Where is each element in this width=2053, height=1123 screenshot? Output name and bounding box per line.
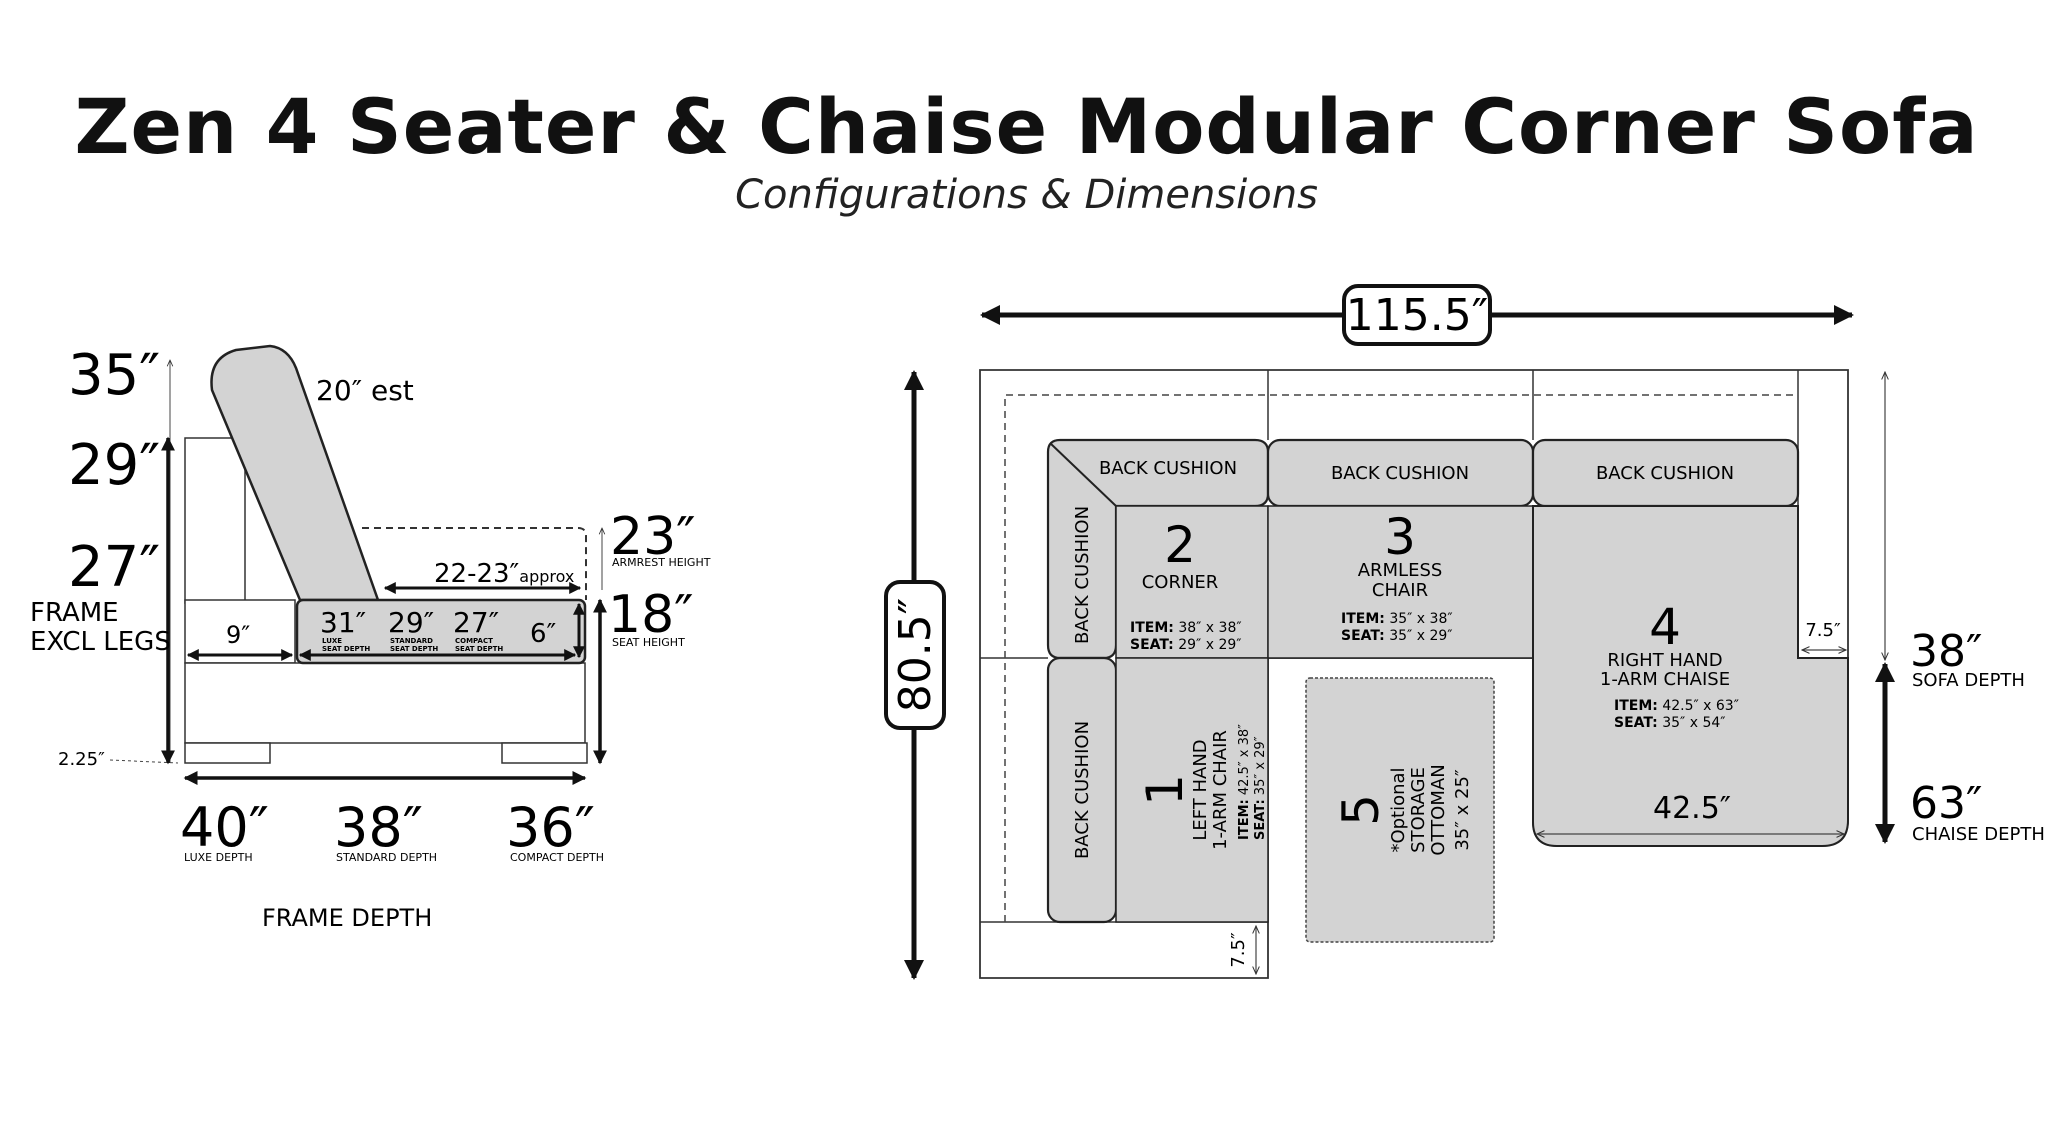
depth-38-value: 38″ [334,796,423,859]
module-5-labels: 5 *Optional STORAGE OTTOMAN 35″ x 25″ [1332,764,1473,855]
seat-27-value: 27″ [453,606,499,639]
seat-27-label1: COMPACT [455,637,493,645]
chaise-seat [1532,505,1849,847]
module-1-labels: 1 LEFT HAND 1-ARM CHAIR ITEM: 42.5″ x 38… [1136,724,1268,850]
depth-36-value: 36″ [506,796,595,859]
chair-back-cushion-label: BACK CUSHION [1072,721,1093,859]
back-estimate-label: 20″ est [316,374,414,407]
frame-depth-label: FRAME DEPTH [262,904,432,932]
depth-38-label: STANDARD DEPTH [336,851,437,864]
page-subtitle: Configurations & Dimensions [735,172,1318,218]
module-5-line3: OTTOMAN [1428,764,1449,855]
seat-31-value: 31″ [320,606,366,639]
module-4-name-line1: RIGHT HAND [1607,650,1722,671]
module-4-seat: SEAT: 35″ x 54″ [1614,715,1726,731]
seat-6-value: 6″ [530,619,557,649]
module-5-number: 5 [1332,794,1390,826]
module-1-item: ITEM: 42.5″ x 38″ [1237,724,1252,840]
side-back-frame [184,437,246,604]
chaise-arm-width-value: 7.5″ [1805,620,1841,641]
total-width-value: 115.5″ [1346,290,1488,341]
page-title: Zen 4 Seater & Chaise Modular Corner Sof… [74,82,1979,171]
sofa-depth-value: 38″ [1910,626,1982,677]
height-27-label: 27″ [68,535,160,600]
side-seat-cushion [295,598,587,665]
module-5-line4: 35″ x 25″ [1452,769,1473,851]
module-4-name-line2: 1-ARM CHAISE [1600,669,1730,690]
side-base [184,662,586,744]
chaise-depth-value: 63″ [1910,778,1982,829]
height-29-label: 29″ [68,433,160,498]
depth-36-label: COMPACT DEPTH [510,851,604,864]
armless-back-cushion-label: BACK CUSHION [1331,463,1469,484]
corner-cushion-diagonal [1049,442,1117,507]
module-2-item: ITEM: 38″ x 38″ [1130,620,1242,636]
ottoman [1305,677,1495,943]
leg-height-value: 2.25″ [58,749,105,770]
armrest-height-label: ARMREST HEIGHT [612,556,711,569]
side-armrest-outline [362,527,587,600]
side-leg-back [184,742,271,764]
depth-40-value: 40″ [180,796,269,859]
depth-40-label: LUXE DEPTH [184,851,253,864]
module-5-line1: *Optional [1388,767,1409,852]
seat-29-value: 29″ [388,606,434,639]
height-35-label: 35″ [68,343,160,408]
seat-29-label1: STANDARD [390,637,433,645]
module-2-name: CORNER [1142,572,1219,593]
module-3-number: 3 [1384,508,1416,566]
seat-29-label2: SEAT DEPTH [390,645,438,653]
sofa-depth-label: SOFA DEPTH [1912,670,2025,691]
chaise-depth-label: CHAISE DEPTH [1912,824,2045,845]
side-leg-front [501,742,588,764]
total-height-box [884,580,946,730]
chair-seat [1115,657,1269,923]
armrest-height-value: 23″ [610,507,696,567]
module-1-name-line2: 1-ARM CHAIR [1210,730,1231,850]
frame-label-line1: FRAME [30,598,119,628]
seat-31-label1: LUXE [322,637,342,645]
plan-view: 115.5″ 80.5″ 38″ SOFA DEPTH 63″ CHAISE D… [884,284,2045,980]
total-width-box [1342,284,1492,346]
seat-31-label2: SEAT DEPTH [322,645,370,653]
seat-height-value: 18″ [608,585,694,645]
module-3-item: ITEM: 35″ x 38″ [1341,611,1453,627]
module-3-name-line2: CHAIR [1372,580,1428,601]
total-height-value: 80.5″ [890,598,941,712]
module-5-line2: STORAGE [1408,767,1429,853]
module-1-name-line1: LEFT HAND [1190,739,1211,840]
corner-side-cushion-label: BACK CUSHION [1072,506,1093,644]
side-view: 35″ 29″ 27″ FRAME EXCL LEGS 20″ est 23″ … [30,343,711,932]
chair-arm-width-value: 7.5″ [1228,932,1249,968]
module-1-number: 1 [1136,774,1194,806]
module-4-item: ITEM: 42.5″ x 63″ [1614,698,1739,714]
module-2-seat: SEAT: 29″ x 29″ [1130,637,1242,653]
corner-back-cushion-label: BACK CUSHION [1099,458,1237,479]
armless-seat [1267,505,1534,659]
frame-label-line2: EXCL LEGS [30,627,171,657]
arm-top-value: 22-23″approx [434,559,574,589]
seat-height-label: SEAT HEIGHT [612,636,685,649]
side-back-cushion [210,344,380,602]
module-3-name-line1: ARMLESS [1358,560,1443,581]
module-4-number: 4 [1649,598,1681,656]
chaise-width-value: 42.5″ [1653,791,1731,826]
seat-27-label2: SEAT DEPTH [455,645,503,653]
module-1-seat: SEAT: 35″ x 29″ [1253,736,1268,840]
chaise-back-cushion-label: BACK CUSHION [1596,463,1734,484]
module-2-number: 2 [1164,516,1196,574]
leg-height-guide [109,759,179,764]
arm-width-value: 9″ [226,621,250,649]
module-3-seat: SEAT: 35″ x 29″ [1341,628,1453,644]
corner-seat [1115,505,1269,659]
